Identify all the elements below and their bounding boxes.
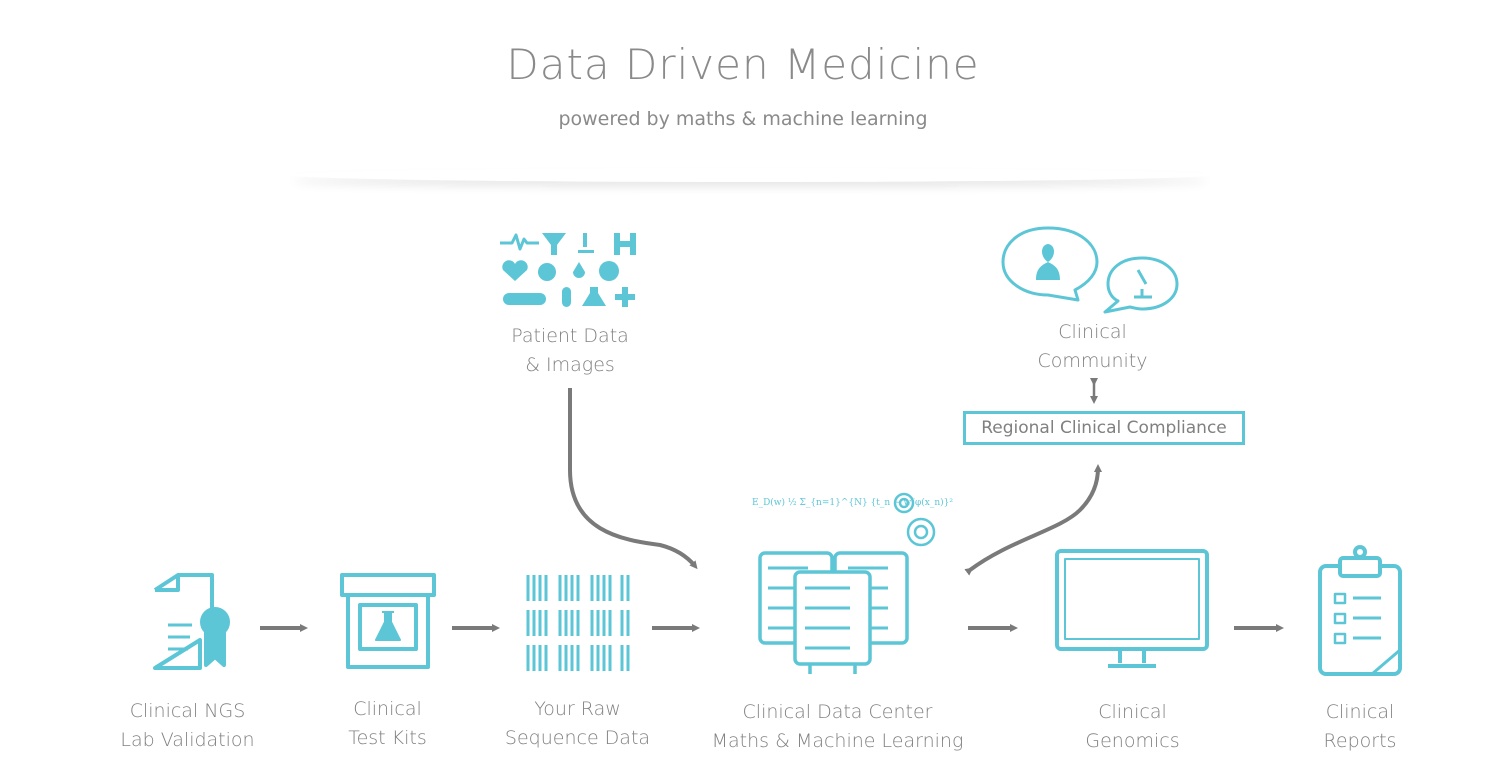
page-subtitle: powered by maths & machine learning [558, 108, 928, 130]
monitor-icon [1055, 549, 1209, 668]
label-line: Reports [1323, 730, 1397, 752]
clipboard-icon [1318, 545, 1402, 676]
label-line: Clinical [1325, 701, 1395, 723]
label-line: Clinical [1058, 321, 1127, 343]
community-label: Clinical Community [1010, 318, 1175, 376]
label-line: Community [1037, 350, 1148, 372]
label-line: Test Kits [348, 727, 427, 749]
ml-formula: E_D(w) ½ Σ_{n=1}^{N} {t_n − wᵀφ(x_n)}² [752, 498, 953, 508]
server-icon [758, 551, 909, 674]
pipeline-label-ngs: Clinical NGS Lab Validation [100, 697, 275, 755]
label-line: Lab Validation [120, 729, 255, 751]
medical-icons-grid [500, 233, 636, 307]
label-line: Clinical NGS [129, 700, 246, 722]
gears-icon [893, 492, 936, 547]
label-line: Maths & Machine Learning [711, 730, 964, 752]
arrow-patient-data [568, 388, 698, 570]
label-line: Sequence Data [504, 727, 651, 749]
test-kit-icon [340, 573, 436, 669]
label-line: Your Raw [534, 698, 621, 720]
arrow-compliance [964, 464, 1102, 576]
label-line: Clinical [1098, 701, 1167, 723]
label-line: Clinical Data Center [742, 701, 933, 723]
label-line: Clinical [353, 698, 422, 720]
patient-data-label: Patient Data & Images [490, 322, 650, 380]
flow-arrows [260, 378, 1284, 632]
label-line: & Images [525, 354, 615, 376]
label-line: Genomics [1085, 730, 1180, 752]
sequence-bars-icon [526, 575, 630, 673]
page-title: Data Driven Medicine [506, 40, 980, 89]
compliance-box: Regional Clinical Compliance [963, 411, 1245, 445]
label-line: Patient Data [511, 325, 629, 347]
speech-bubbles-icon [1001, 226, 1179, 314]
certificate-icon [153, 573, 230, 670]
